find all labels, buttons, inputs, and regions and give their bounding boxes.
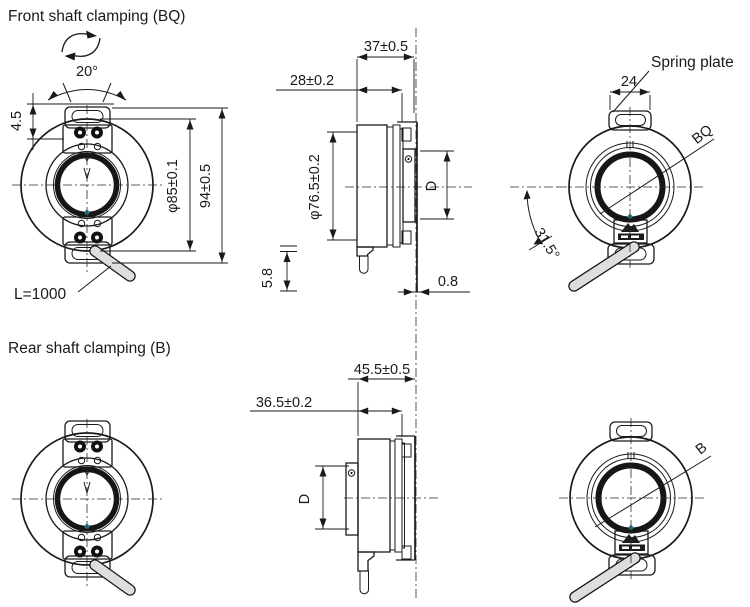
label-cable-length: L=1000 bbox=[14, 265, 112, 303]
rotation-angle-text: 20° bbox=[76, 64, 98, 80]
spring-plate-text: Spring plate bbox=[651, 54, 734, 71]
cable-stub bbox=[359, 255, 369, 274]
mount-gap-text: 0.8 bbox=[438, 274, 458, 290]
variant-bq-text: BQ bbox=[689, 122, 715, 148]
rear-clamping-side-view bbox=[344, 435, 440, 595]
flange-ear-top bbox=[401, 127, 412, 142]
dim-mount-gap: 0.8 bbox=[398, 274, 470, 296]
shaft-depth-front-text: D bbox=[424, 181, 440, 191]
cable-stub bbox=[359, 570, 369, 595]
depth-body-rear-text: 36.5±0.2 bbox=[256, 395, 312, 411]
front-clamping-rear-view bbox=[558, 107, 703, 286]
rear-clamping-rear-view bbox=[559, 418, 704, 597]
flange-ear-top bbox=[401, 443, 412, 458]
dim-shaft-depth-front: D bbox=[420, 150, 454, 220]
dim-rotation-angle: 20° bbox=[47, 64, 127, 103]
front-clamping-front-view bbox=[12, 105, 163, 276]
dim-spring-offset: 4.5 bbox=[9, 93, 114, 150]
rotation-symbol bbox=[61, 30, 101, 61]
front-clamping-side-view bbox=[345, 121, 472, 292]
dim-body-dia: φ76.5±0.2 bbox=[307, 131, 357, 241]
flange-ear-bottom bbox=[401, 230, 412, 245]
dim-depth-body-front: 28±0.2 bbox=[276, 73, 403, 122]
rear-clamping-front-view bbox=[12, 419, 163, 590]
spring-width-text: 24 bbox=[621, 74, 637, 90]
cable-exit-foot bbox=[357, 551, 375, 572]
dim-cable-stub: 5.8 bbox=[260, 245, 297, 292]
dim-flange-dia: φ85±0.1 bbox=[100, 118, 196, 252]
dim-depth-total-rear: 45.5±0.5 bbox=[348, 362, 415, 436]
dim-overall-height: 94±0.5 bbox=[112, 107, 228, 264]
dim-depth-total-front: 37±0.5 bbox=[356, 39, 415, 122]
dim-spring-width: 24 bbox=[609, 74, 651, 110]
front-section-title: Front shaft clamping (BQ) bbox=[8, 8, 185, 25]
cable-stub-text: 5.8 bbox=[260, 268, 276, 288]
dim-cable-angle: 31.5° bbox=[510, 186, 562, 263]
shaft-clamp-block bbox=[402, 148, 416, 223]
cable-length-text: L=1000 bbox=[14, 286, 67, 303]
depth-total-rear-text: 45.5±0.5 bbox=[354, 362, 410, 378]
dim-depth-body-rear: 36.5±0.2 bbox=[250, 395, 403, 437]
depth-body-front-text: 28±0.2 bbox=[290, 73, 334, 89]
cable-exit-foot bbox=[356, 246, 374, 257]
shaft-clamp-block bbox=[345, 462, 359, 536]
variant-b-text: B bbox=[693, 440, 710, 459]
dim-shaft-depth-rear: D bbox=[297, 465, 349, 530]
body-dia-text: φ76.5±0.2 bbox=[307, 154, 323, 220]
label-spring-plate: Spring plate bbox=[612, 54, 734, 113]
shaft-depth-rear-text: D bbox=[297, 494, 313, 504]
depth-total-front-text: 37±0.5 bbox=[364, 39, 408, 55]
rear-section-title: Rear shaft clamping (B) bbox=[8, 340, 171, 357]
flange-dia-text: φ85±0.1 bbox=[165, 159, 181, 213]
spring-offset-text: 4.5 bbox=[9, 111, 25, 131]
overall-height-text: 94±0.5 bbox=[198, 164, 214, 208]
flange-ear-bottom bbox=[401, 545, 412, 560]
